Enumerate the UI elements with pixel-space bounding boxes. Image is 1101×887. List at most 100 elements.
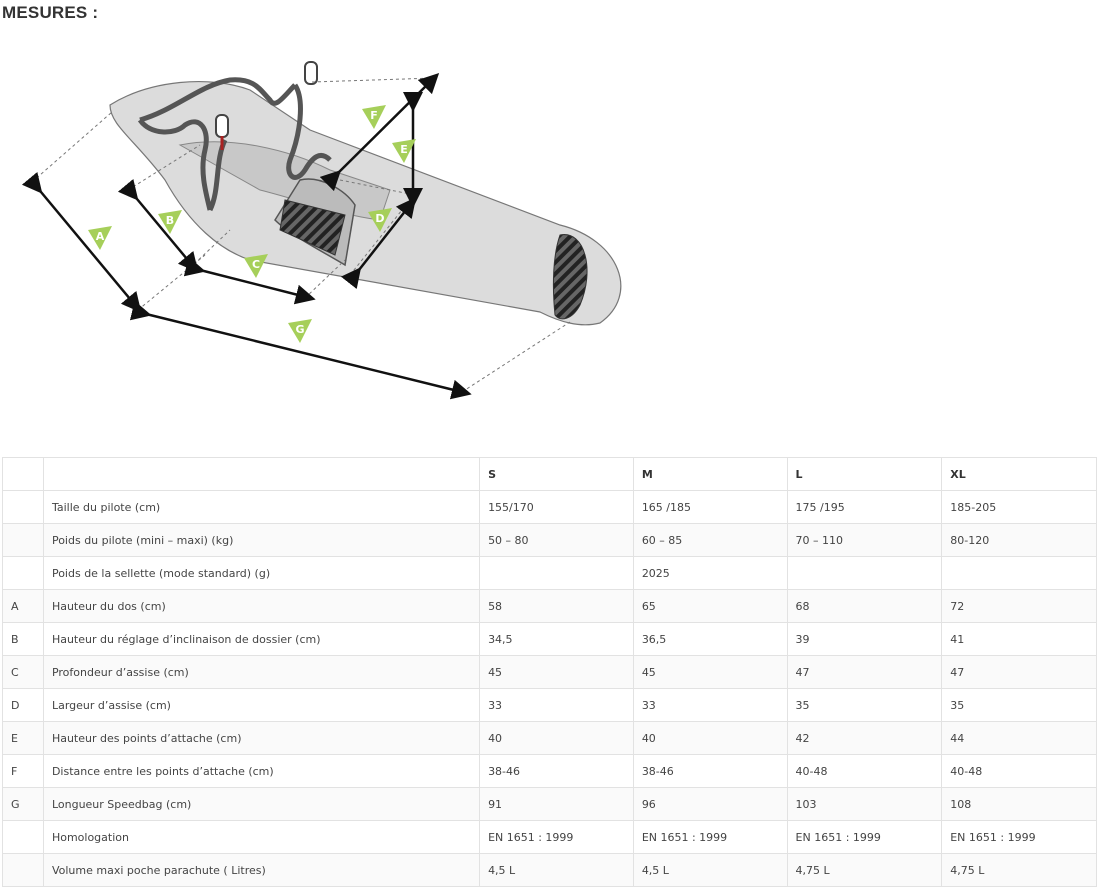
table-row: Taille du pilote (cm) 155/170 165 /185 1…: [2, 490, 1097, 524]
row-label: Poids de la sellette (mode standard) (g): [42, 556, 481, 590]
cell-m: 40: [632, 721, 788, 755]
cell-s: EN 1651 : 1999: [479, 820, 634, 854]
label-f-marker: F: [362, 105, 386, 129]
table-row: F Distance entre les points d’attache (c…: [2, 754, 1097, 788]
label-d: D: [375, 212, 384, 225]
cell-l: 39: [786, 622, 943, 656]
table-row: A Hauteur du dos (cm) 58 65 68 72: [2, 589, 1097, 623]
row-label: Hauteur des points d’attache (cm): [42, 721, 481, 755]
table-row: Homologation EN 1651 : 1999 EN 1651 : 19…: [2, 820, 1097, 854]
cell-xl: EN 1651 : 1999: [941, 820, 1097, 854]
table-row: Poids de la sellette (mode standard) (g)…: [2, 556, 1097, 590]
cell-s: 40: [479, 721, 634, 755]
label-e: E: [400, 143, 408, 156]
label-e-marker: E: [392, 139, 416, 163]
harness-pod: [109, 80, 622, 326]
row-code: [2, 820, 44, 854]
cell-m: 33: [632, 688, 788, 722]
page-title: MESURES :: [2, 3, 99, 22]
table-row: B Hauteur du réglage d’inclinaison de do…: [2, 622, 1097, 656]
cell-xl: 4,75 L: [941, 853, 1097, 887]
header-size-m: M: [632, 457, 788, 491]
cell-m: EN 1651 : 1999: [632, 820, 788, 854]
cell-m: 45: [632, 655, 788, 689]
cell-s: 45: [479, 655, 634, 689]
row-label: Volume maxi poche parachute ( Litres): [42, 853, 481, 887]
cell-l: [786, 556, 943, 590]
row-code: E: [2, 721, 44, 755]
row-code: [2, 853, 44, 887]
label-a: A: [96, 230, 105, 243]
table-row: G Longueur Speedbag (cm) 91 96 103 108: [2, 787, 1097, 821]
row-code: B: [2, 622, 44, 656]
harness-diagram: A B C D E F G: [21, 61, 622, 400]
label-b: B: [166, 214, 174, 227]
cell-l: 35: [786, 688, 943, 722]
cell-l: EN 1651 : 1999: [786, 820, 943, 854]
cell-m: 165 /185: [632, 490, 788, 524]
cell-xl: 44: [941, 721, 1097, 755]
cell-s: 4,5 L: [479, 853, 634, 887]
cell-l: 103: [786, 787, 943, 821]
cell-s: [479, 556, 634, 590]
cell-xl: 40-48: [941, 754, 1097, 788]
row-code: [2, 523, 44, 557]
cell-l: 42: [786, 721, 943, 755]
label-c-marker: C: [244, 254, 268, 278]
row-code: A: [2, 589, 44, 623]
header-cell: [42, 457, 481, 491]
cell-xl: 41: [941, 622, 1097, 656]
cell-xl: 47: [941, 655, 1097, 689]
cell-xl: 72: [941, 589, 1097, 623]
cell-l: 4,75 L: [786, 853, 943, 887]
cell-m: 2025: [632, 556, 788, 590]
cell-s: 155/170: [479, 490, 634, 524]
cell-m: 4,5 L: [632, 853, 788, 887]
cell-l: 47: [786, 655, 943, 689]
row-label: Distance entre les points d’attache (cm): [42, 754, 481, 788]
row-code: G: [2, 787, 44, 821]
table-row: D Largeur d’assise (cm) 33 33 35 35: [2, 688, 1097, 722]
cell-s: 58: [479, 589, 634, 623]
row-label: Profondeur d’assise (cm): [42, 655, 481, 689]
table-row: C Profondeur d’assise (cm) 45 45 47 47: [2, 655, 1097, 689]
label-c: C: [252, 258, 260, 271]
cell-s: 34,5: [479, 622, 634, 656]
cell-xl: 185-205: [941, 490, 1097, 524]
cell-m: 60 – 85: [632, 523, 788, 557]
cell-m: 65: [632, 589, 788, 623]
header-cell: [2, 457, 44, 491]
row-label: Hauteur du réglage d’inclinaison de doss…: [42, 622, 481, 656]
row-code: F: [2, 754, 44, 788]
cell-m: 36,5: [632, 622, 788, 656]
label-g-marker: G: [288, 319, 312, 343]
header-size-xl: XL: [941, 457, 1097, 491]
table-row: Volume maxi poche parachute ( Litres) 4,…: [2, 853, 1097, 887]
cell-m: 96: [632, 787, 788, 821]
dimension-arrows: [21, 72, 472, 400]
row-label: Largeur d’assise (cm): [42, 688, 481, 722]
table-row: E Hauteur des points d’attache (cm) 40 4…: [2, 721, 1097, 755]
cell-s: 50 – 80: [479, 523, 634, 557]
label-b-marker: B: [158, 210, 182, 234]
cell-s: 91: [479, 787, 634, 821]
label-d-marker: D: [368, 208, 392, 232]
cell-xl: 35: [941, 688, 1097, 722]
label-g: G: [295, 323, 304, 336]
row-label: Poids du pilote (mini – maxi) (kg): [42, 523, 481, 557]
row-code: C: [2, 655, 44, 689]
dimension-labels: A B C D E F G: [88, 105, 416, 343]
row-label: Longueur Speedbag (cm): [42, 787, 481, 821]
cell-s: 38-46: [479, 754, 634, 788]
cell-l: 70 – 110: [786, 523, 943, 557]
table-row: Poids du pilote (mini – maxi) (kg) 50 – …: [2, 523, 1097, 557]
label-f: F: [370, 109, 378, 122]
cell-xl: 108: [941, 787, 1097, 821]
label-a-marker: A: [88, 226, 112, 250]
cell-s: 33: [479, 688, 634, 722]
cell-l: 68: [786, 589, 943, 623]
cell-l: 40-48: [786, 754, 943, 788]
cell-xl: 80-120: [941, 523, 1097, 557]
row-label: Hauteur du dos (cm): [42, 589, 481, 623]
measurements-table: S M L XL Taille du pilote (cm) 155/170 1…: [2, 457, 1097, 887]
